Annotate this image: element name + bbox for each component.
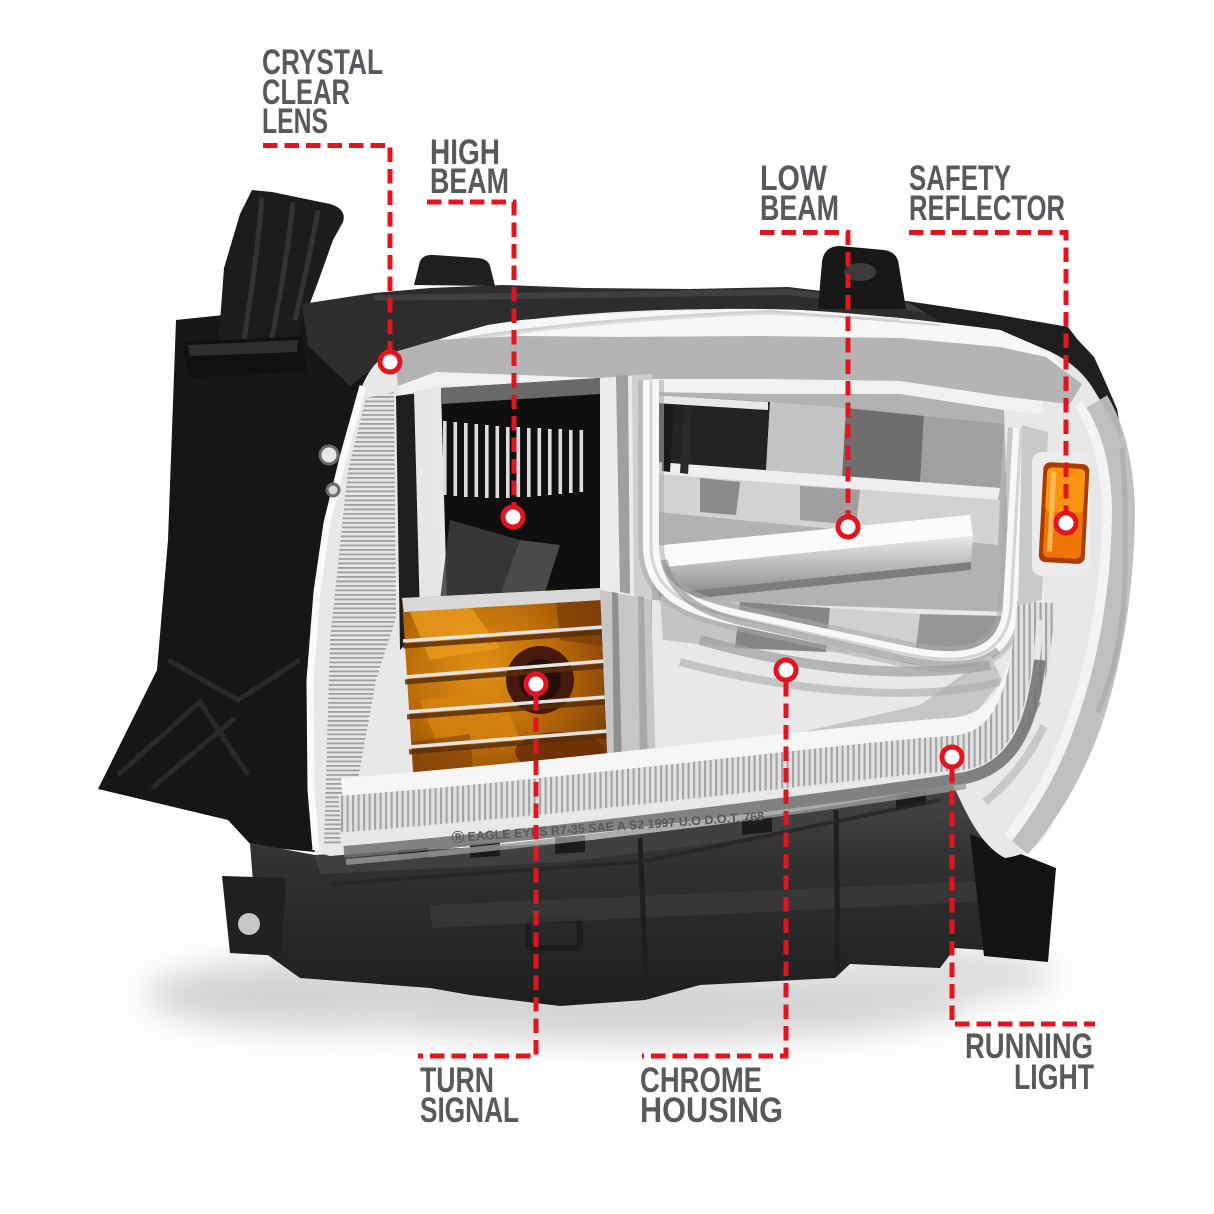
svg-text:SAFETY: SAFETY — [909, 159, 1011, 198]
svg-text:BEAM: BEAM — [430, 162, 509, 201]
svg-text:LOW: LOW — [760, 159, 827, 198]
svg-text:HOUSING: HOUSING — [640, 1091, 783, 1130]
svg-text:LIGHT: LIGHT — [1014, 1058, 1094, 1097]
svg-text:RUNNING: RUNNING — [965, 1027, 1093, 1066]
svg-text:BEAM: BEAM — [760, 189, 839, 228]
svg-text:CLEAR: CLEAR — [262, 73, 350, 112]
svg-text:TURN: TURN — [420, 1061, 494, 1100]
svg-text:REFLECTOR: REFLECTOR — [909, 189, 1065, 228]
svg-text:HIGH: HIGH — [430, 133, 500, 172]
svg-text:LENS: LENS — [262, 102, 328, 141]
svg-text:SIGNAL: SIGNAL — [420, 1091, 519, 1130]
svg-text:CHROME: CHROME — [640, 1061, 762, 1100]
svg-text:CRYSTAL: CRYSTAL — [262, 43, 383, 82]
